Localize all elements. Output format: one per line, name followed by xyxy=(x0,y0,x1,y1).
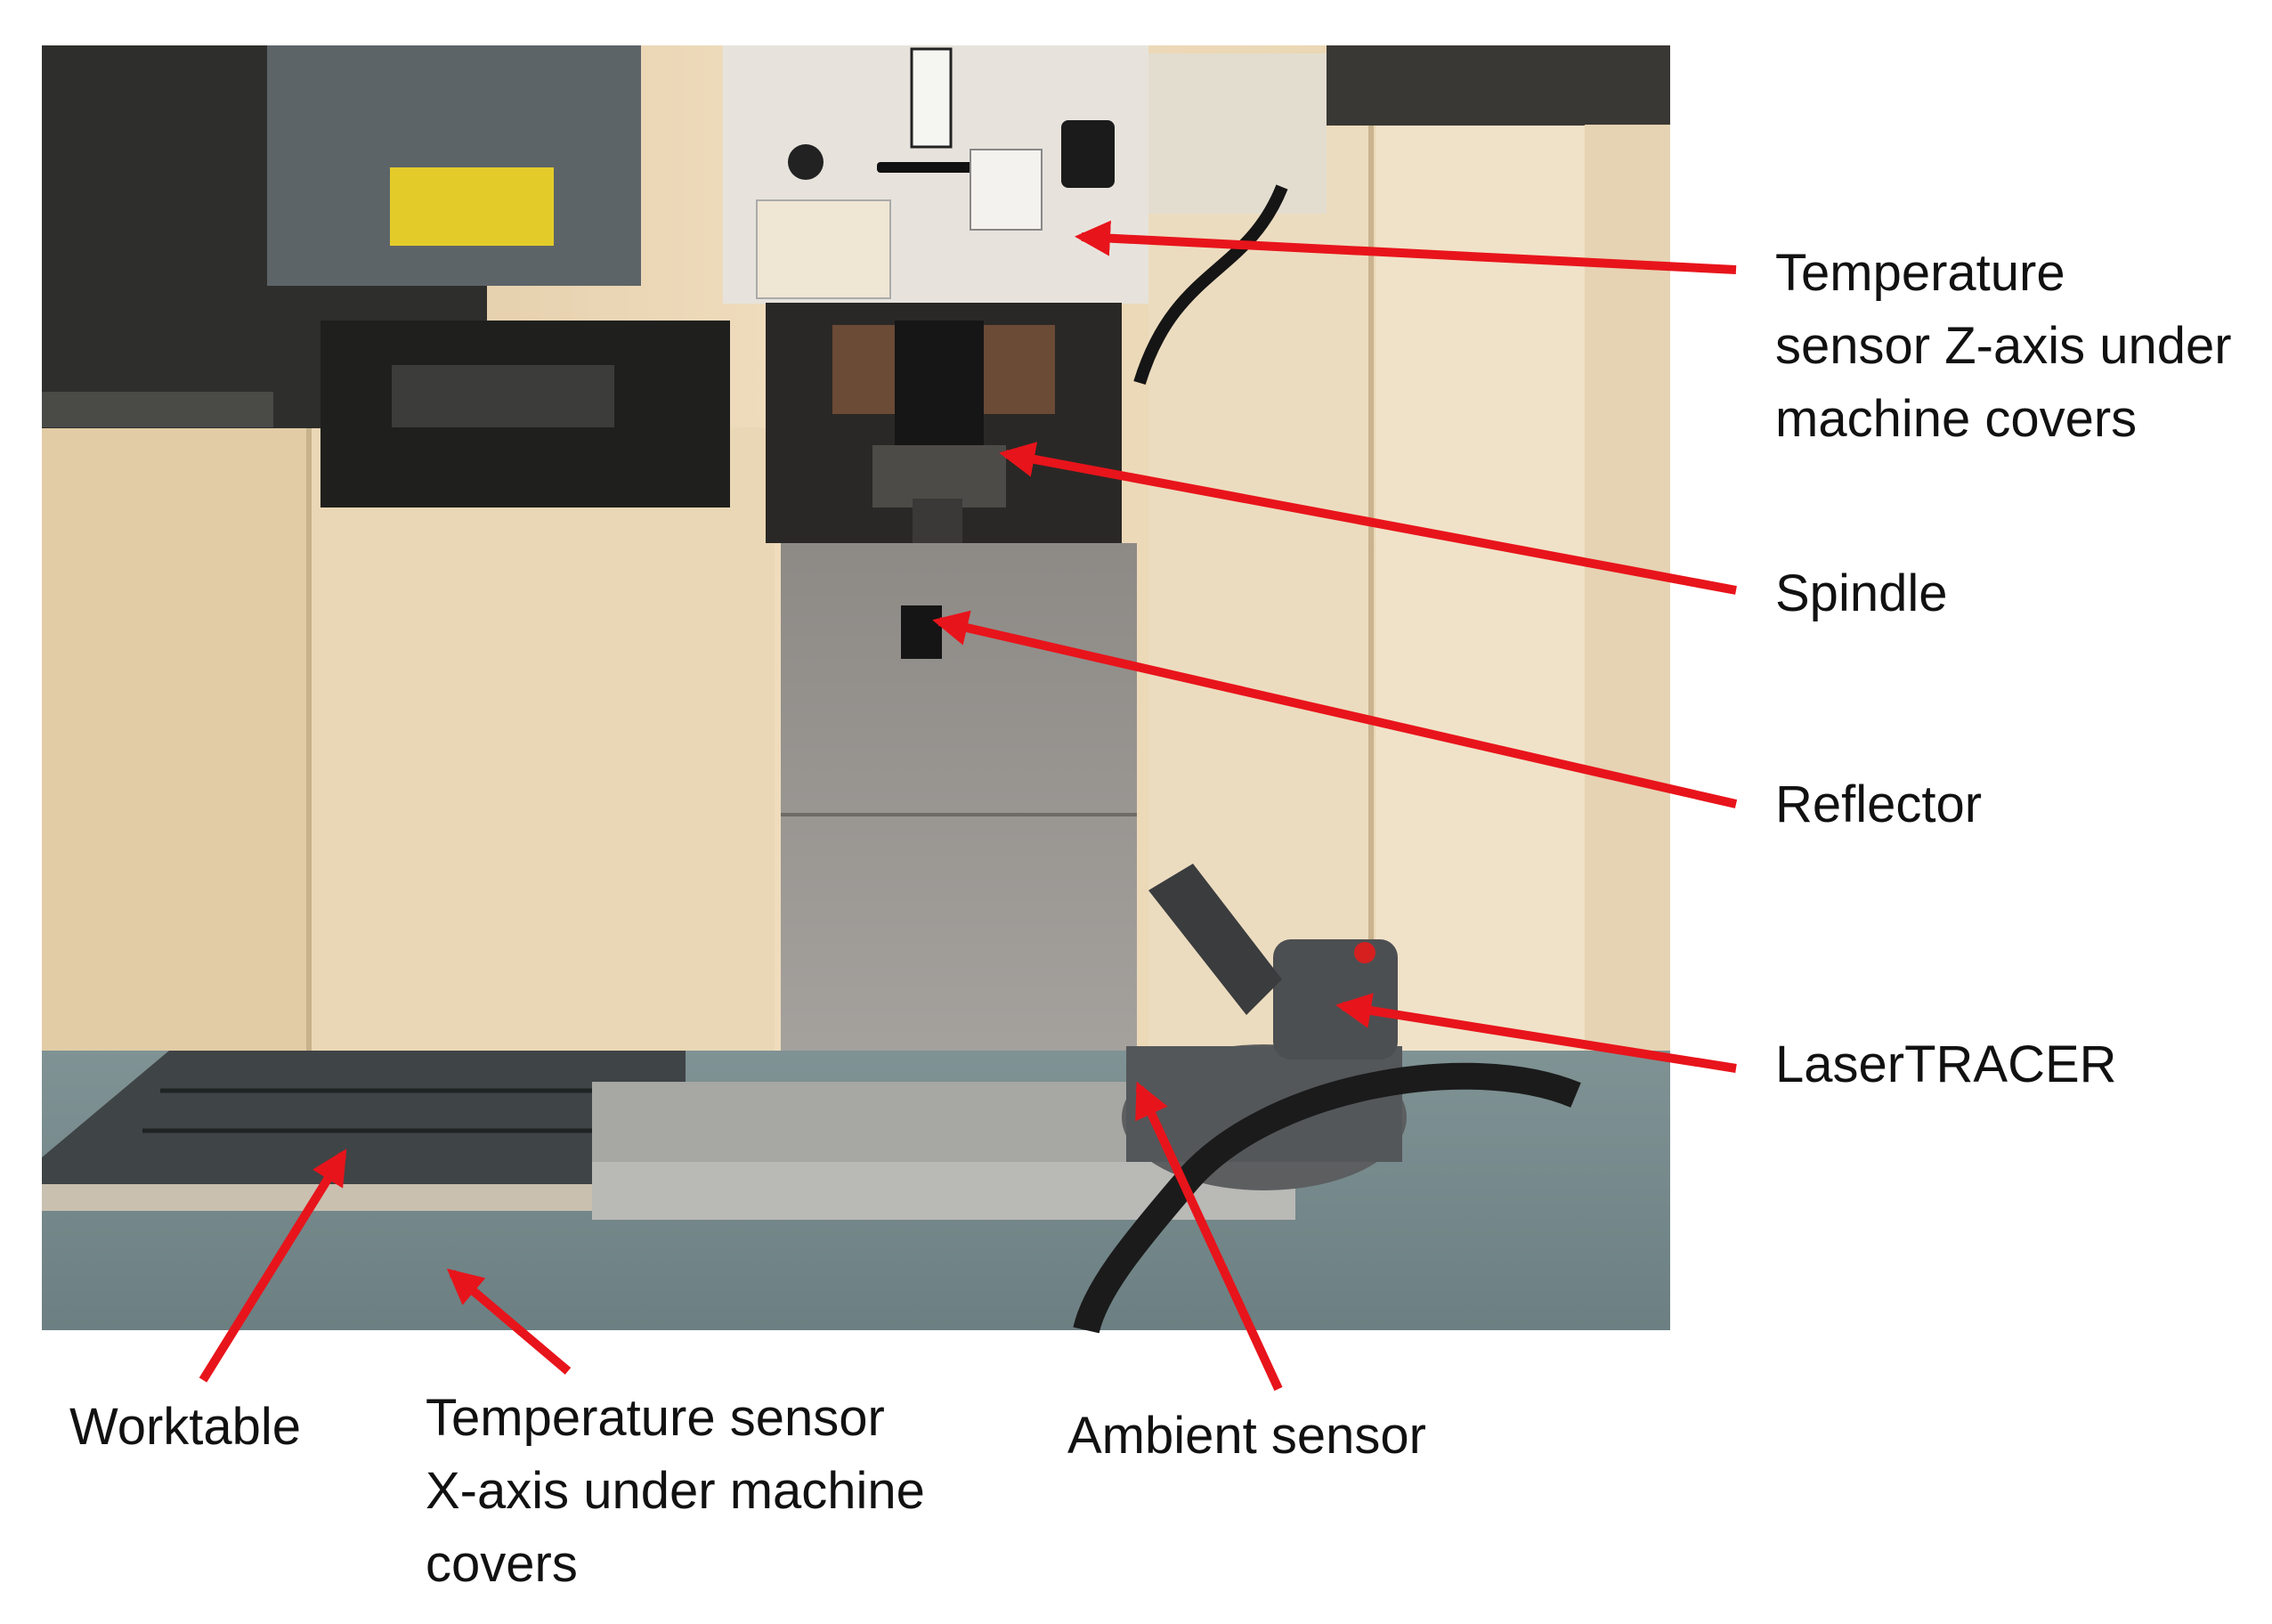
spindle-nose xyxy=(872,445,1006,508)
arrow-worktable xyxy=(199,1149,347,1383)
label-worktable: Worktable xyxy=(69,1398,302,1456)
wall-panel xyxy=(42,427,309,1157)
arrow-lasertracer xyxy=(1335,993,1737,1073)
upper-right-dark xyxy=(1327,45,1670,126)
lasertracer-cable xyxy=(1073,1062,1581,1334)
worktable-top xyxy=(42,1051,686,1184)
spindle-knob xyxy=(788,144,824,180)
z-label-plate xyxy=(910,47,953,149)
label-lasertracer: LaserTRACER xyxy=(1775,1035,2117,1093)
spindle-sticker xyxy=(970,149,1043,231)
cable xyxy=(1133,184,1288,386)
lasertracer-button xyxy=(1354,942,1375,963)
label-reflector: Reflector xyxy=(1775,775,1983,833)
spindle-symbol-sticker xyxy=(756,199,891,299)
arrow-reflector xyxy=(932,610,1738,808)
spindle-block xyxy=(895,321,984,454)
arrow-spindle xyxy=(999,442,1737,595)
warning-sticker xyxy=(390,167,554,246)
lasertracer-optics xyxy=(1148,864,1282,1015)
spindle-head-right xyxy=(1148,53,1327,214)
spindle-switch xyxy=(1061,120,1115,188)
arrow-temp-x xyxy=(446,1268,572,1375)
arrow-temp-z xyxy=(1075,220,1737,274)
arrow-ambient xyxy=(1135,1081,1283,1392)
label-spindle: Spindle xyxy=(1775,564,1948,622)
label-temperature-sensor-z: Temperature sensor Z-axis under machine … xyxy=(1775,244,2232,448)
wall-panel xyxy=(312,427,775,1157)
lasertracer-body xyxy=(1126,1046,1402,1162)
label-ambient-sensor: Ambient sensor xyxy=(1067,1407,1426,1465)
tool-holder-bar xyxy=(42,392,273,427)
tool-holder-arm xyxy=(392,365,614,427)
label-temperature-sensor-x: Temperature sensor X-axis under machine … xyxy=(426,1389,925,1593)
lasertracer-head xyxy=(1273,939,1398,1060)
right-side-wall xyxy=(1585,125,1670,1149)
